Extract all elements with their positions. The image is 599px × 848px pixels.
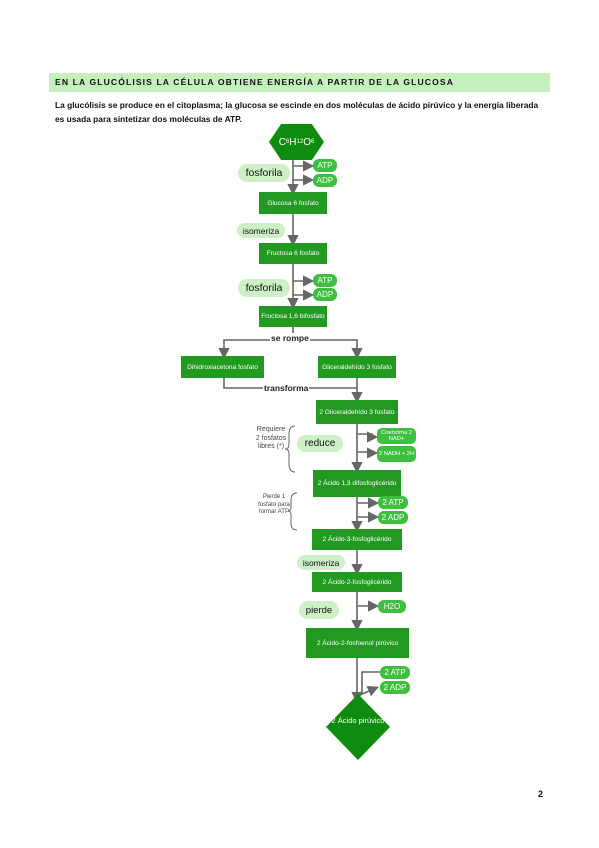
pill-2-atp-1: 2 ATP	[378, 496, 408, 509]
section-header: EN LA GLUCÓLISIS LA CÉLULA OBTIENE ENERG…	[49, 73, 550, 92]
action-pierde: pierde	[299, 601, 339, 619]
step-fructosa-16-bifosfato: Fructosa 1,6 bifosfato	[259, 306, 327, 327]
action-reduce: reduce	[297, 435, 343, 452]
pill-nadh: 2 NADH + 2H	[377, 446, 416, 462]
label-transforma: transforma	[263, 383, 310, 393]
header-title: EN LA GLUCÓLISIS LA CÉLULA OBTIENE ENERG…	[55, 77, 455, 87]
nadh-branch	[357, 447, 379, 459]
pill-2-adp-2: 2 ADP	[380, 681, 410, 694]
nad-branch	[357, 431, 379, 443]
pill-2-adp-1: 2 ADP	[378, 511, 408, 524]
step-2-gliceraldehido-3-fosfato: 2 Gliceraldehído 3 fosfato	[316, 400, 398, 424]
pill-atp-1: ATP	[313, 159, 337, 172]
action-fosforila-2: fosforila	[238, 279, 290, 297]
step-2-acido-3-fosfoglicerido: 2 Ácido-3-fosfoglicérido	[312, 529, 402, 550]
step-fructosa-6-fosfato: Fructosa 6 fosfato	[259, 243, 327, 264]
pill-2-atp-2: 2 ATP	[380, 666, 410, 679]
step-2-acido-2-fosfoglicerido: 2 Ácido-2-fosfoglicérido	[312, 572, 402, 592]
step-glucosa-6-fosfato: Glucosa 6 fosfato	[259, 192, 327, 214]
note-requiere-fosfatos: Requiere 2 fosfatos libres (*)	[255, 426, 287, 450]
transforma-connector	[223, 378, 357, 389]
label-se-rompe: se rompe	[270, 333, 310, 343]
brace-requiere	[284, 425, 296, 473]
pill-adp-1: ADP	[313, 174, 337, 187]
action-isomeriza-2: isomeriza	[297, 555, 345, 570]
brace-pierde	[287, 492, 298, 531]
intro-paragraph: La glucólisis se produce en el citoplasm…	[55, 100, 539, 124]
action-isomeriza-1: isomeriza	[237, 223, 285, 238]
step-2-acido-2-fosfoenol-piruvico: 2 Ácido-2-fosfoenol pirúvico	[306, 628, 409, 658]
pill-atp-2: ATP	[313, 274, 337, 287]
pill-coenzima-nad: Coenzima 2 NAD+	[377, 428, 416, 444]
step-dihidroxiacetona-fosfato: Dihidroxiacetona fosfato	[181, 356, 264, 378]
step-gliceraldehido-3-fosfato: Gliceraldehído 3 fosfato	[318, 356, 396, 378]
page-number: 2	[538, 789, 544, 799]
pill-h2o: H2O	[378, 600, 406, 613]
end-diamond	[326, 694, 390, 760]
end-acido-piruvico: 2 Ácido pirúvico	[331, 716, 385, 725]
step-2-acido-13-difosfoglicerido: 2 Ácido 1,3 difosfoglicérido	[313, 470, 401, 497]
split-right	[293, 339, 363, 360]
pill-adp-2: ADP	[313, 288, 337, 301]
action-fosforila-1: fosforila	[238, 164, 290, 182]
atp-loop	[361, 671, 380, 697]
note-pierde-fosfato: Pierde 1 fosfato para formar ATP	[258, 494, 290, 515]
